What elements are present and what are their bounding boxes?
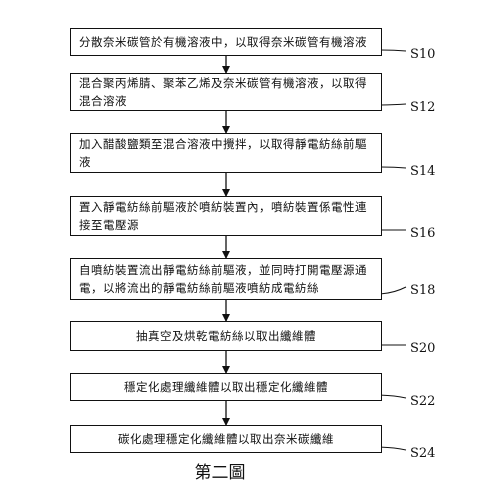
step-box-s12: 混合聚丙烯腈、聚苯乙烯及奈米碳管有機溶液，以取得混合溶液 <box>70 73 382 111</box>
step-text-s22: 穩定化處理纖維體以取出穩定化纖維體 <box>124 380 328 394</box>
step-box-s10: 分散奈米碳管於有機溶液中，以取得奈米碳管有機溶液 <box>70 28 382 56</box>
step-label-s22: S22 <box>410 394 436 409</box>
step-text-s20: 抽真空及烘乾電紡絲以取出纖維體 <box>136 329 316 343</box>
step-text-s14: 加入醋酸鹽類至混合溶液中攪拌，以取得靜電紡絲前驅液 <box>79 137 367 169</box>
step-box-s20: 抽真空及烘乾電紡絲以取出纖維體 <box>70 321 382 351</box>
step-box-s14: 加入醋酸鹽類至混合溶液中攪拌，以取得靜電紡絲前驅液 <box>70 133 382 173</box>
step-label-s24: S24 <box>410 446 436 461</box>
step-box-s18: 自噴紡裝置流出靜電紡絲前驅液，並同時打開電壓源通電，以將流出的靜電紡絲前驅液噴紡… <box>70 258 382 300</box>
step-box-s16: 置入靜電紡絲前驅液於噴紡裝置內，噴紡裝置係電性連接至電壓源 <box>70 196 382 236</box>
step-label-s16: S16 <box>410 226 436 241</box>
step-text-s12: 混合聚丙烯腈、聚苯乙烯及奈米碳管有機溶液，以取得混合溶液 <box>79 76 367 108</box>
step-box-s24: 碳化處理穩定化纖維體以取出奈米碳纖維 <box>70 425 382 453</box>
step-label-s18: S18 <box>410 283 436 298</box>
figure-title: 第二圖 <box>194 463 246 483</box>
step-text-s24: 碳化處理穩定化纖維體以取出奈米碳纖維 <box>118 432 334 446</box>
step-label-s20: S20 <box>410 341 436 356</box>
step-label-s12: S12 <box>410 100 436 115</box>
step-text-s16: 置入靜電紡絲前驅液於噴紡裝置內，噴紡裝置係電性連接至電壓源 <box>79 200 367 232</box>
step-label-s10: S10 <box>410 47 436 62</box>
step-label-s14: S14 <box>410 164 436 179</box>
step-text-s10: 分散奈米碳管於有機溶液中，以取得奈米碳管有機溶液 <box>79 35 367 49</box>
step-text-s18: 自噴紡裝置流出靜電紡絲前驅液，並同時打開電壓源通電，以將流出的靜電紡絲前驅液噴紡… <box>79 263 367 295</box>
step-box-s22: 穩定化處理纖維體以取出穩定化纖維體 <box>70 373 382 401</box>
